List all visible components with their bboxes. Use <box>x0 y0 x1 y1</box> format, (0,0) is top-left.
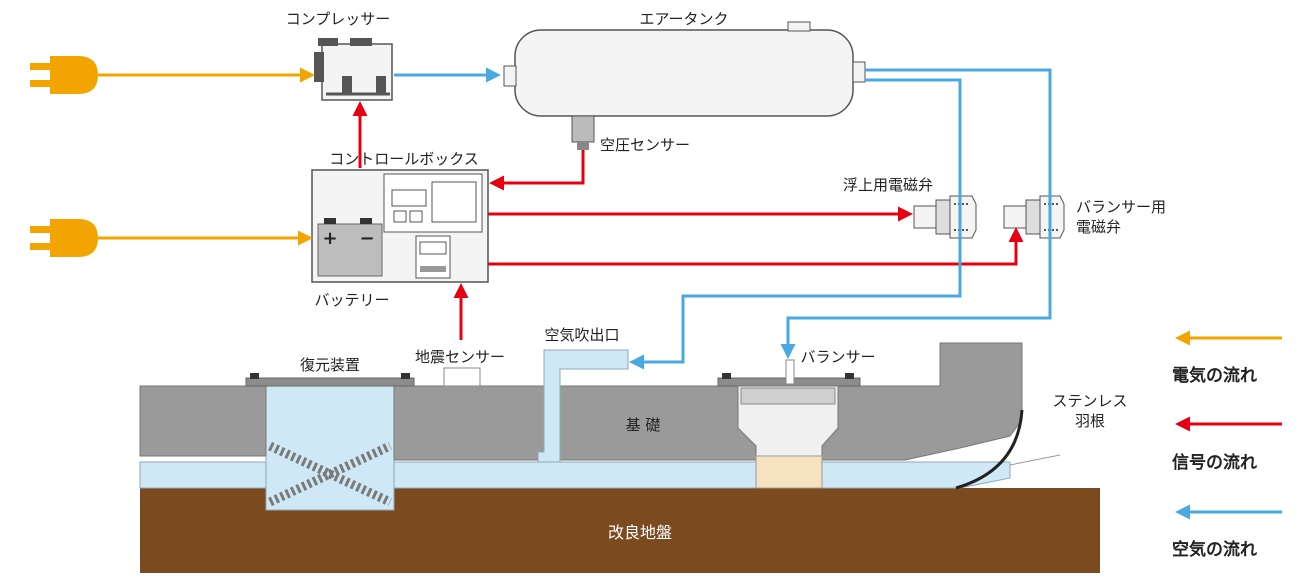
legend-signal-label: 信号の流れ <box>1172 452 1257 473</box>
quake-sensor <box>443 367 481 387</box>
balancer-cylinder <box>755 455 823 489</box>
legend-electric-label: 電気の流れ <box>1172 365 1257 386</box>
battery-minus: − <box>359 228 374 249</box>
blade-leader <box>1009 454 1061 466</box>
label-quake-sensor: 地震センサー <box>415 348 505 366</box>
restoring-device-springs <box>268 441 392 507</box>
label-air-outlet: 空気吹出口 <box>544 326 619 344</box>
label-pressure-sensor: 空圧センサー <box>600 136 690 154</box>
label-balancer: バランサー <box>800 348 875 366</box>
label-stainless-blade-1: ステンレス <box>1052 392 1127 410</box>
battery: + − <box>317 218 383 277</box>
air-flow-balancer <box>780 68 1052 359</box>
legend-air-label: 空気の流れ <box>1172 539 1257 560</box>
plate-bolt <box>722 373 731 379</box>
label-battery: バッテリー <box>314 291 389 309</box>
legend: 電気の流れ 信号の流れ 空気の流れ <box>1172 330 1282 560</box>
label-improved-ground: 改良地盤 <box>608 523 672 542</box>
compressor <box>314 38 393 101</box>
plate-bolt <box>250 373 259 379</box>
foundation <box>139 385 267 457</box>
label-stainless-blade-2: 羽根 <box>1075 412 1105 430</box>
label-air-tank: エアータンク <box>639 10 728 28</box>
label-restoring-device: 復元装置 <box>300 356 360 374</box>
balancer-cap <box>740 387 836 405</box>
air-outlet-pipe <box>537 349 629 463</box>
air-tank <box>503 21 866 117</box>
label-foundation: 基 礎 <box>626 416 661 434</box>
plate-bolt <box>845 373 854 379</box>
stainless-blade <box>955 409 1024 490</box>
balancer-rod <box>785 359 795 385</box>
plate-bolt <box>401 373 410 379</box>
battery-plus: + <box>322 228 337 249</box>
label-balancer-valve-1: バランサー用 <box>1076 198 1166 216</box>
label-compressor: コンプレッサー <box>286 10 391 28</box>
label-balancer-valve-2: 電磁弁 <box>1076 218 1121 236</box>
air-flow-float <box>629 78 962 370</box>
control-box <box>311 169 489 283</box>
balancer-solenoid-valve <box>1003 195 1065 239</box>
label-float-valve: 浮上用電磁弁 <box>843 176 933 194</box>
pressure-sensor <box>571 115 595 150</box>
float-solenoid-valve <box>913 195 977 239</box>
restoring-device-plate <box>245 377 415 387</box>
improved-ground <box>140 488 1100 573</box>
label-control-box: コントロールボックス <box>329 150 479 168</box>
restoring-device-pit <box>265 385 395 511</box>
power-plug-2 <box>30 219 98 257</box>
signal-flow-balancer-valve <box>488 227 1024 266</box>
power-plug-1 <box>30 56 98 94</box>
signal-flow-pressure-sensor <box>489 150 585 191</box>
